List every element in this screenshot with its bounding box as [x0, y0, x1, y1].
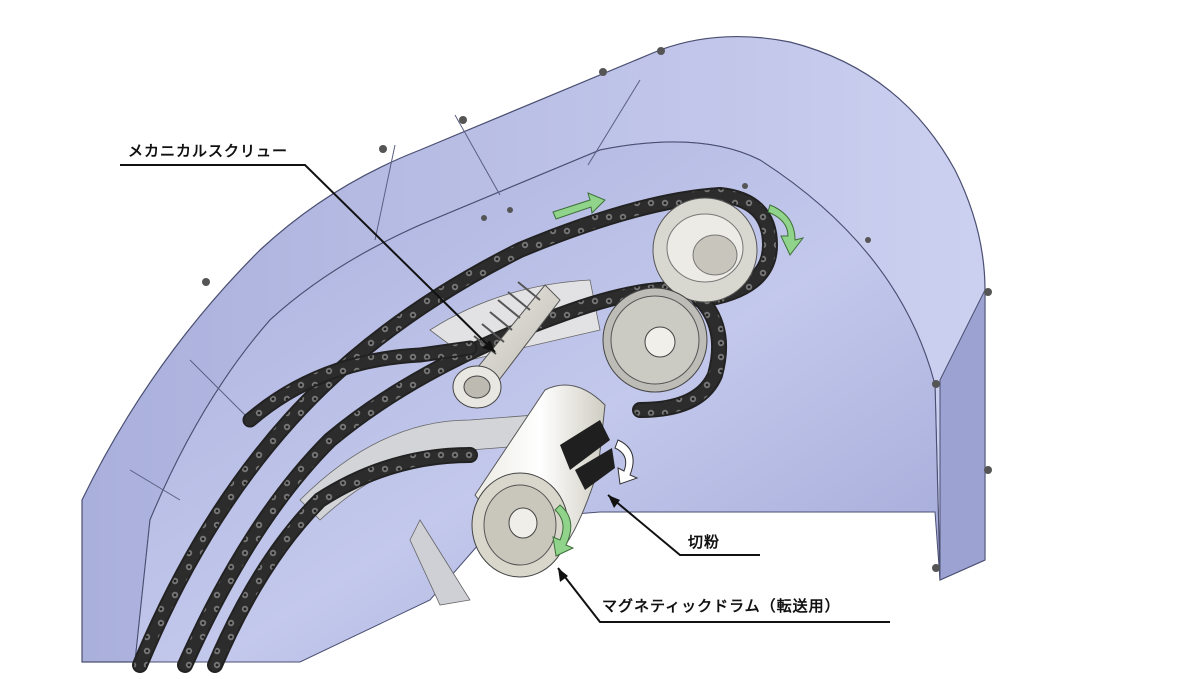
chips-rotation-arrow: [614, 439, 639, 485]
magnetic-drum-label: マグネティックドラム（転送用）: [602, 597, 841, 615]
leader-drum: [557, 567, 890, 623]
upper-sprocket: [652, 197, 758, 303]
drum-rotation-arrow: [552, 504, 575, 557]
mechanical-screw: [452, 281, 561, 409]
chain-direction-arrow: [552, 192, 606, 220]
chips-label: 切粉: [688, 533, 721, 551]
sprocket-rotation-arrow: [767, 204, 805, 256]
magnetic-drum: [471, 384, 615, 578]
chain-loop: [132, 186, 779, 673]
leader-screw: [120, 164, 496, 353]
motion-arrows: [552, 192, 805, 557]
drive-sprocket: [602, 287, 708, 393]
callout-leaders: [120, 164, 890, 623]
mechanical-screw-label: メカニカルスクリュー: [128, 142, 289, 160]
leader-chips: [607, 494, 760, 556]
